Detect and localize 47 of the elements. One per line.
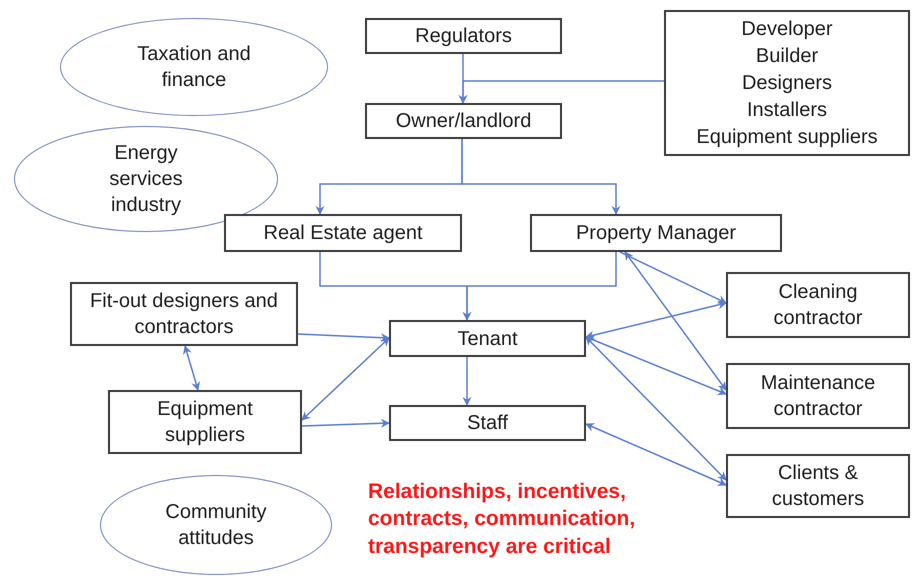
node-text: Maintenance contractor [760, 371, 876, 422]
arrow [462, 252, 617, 321]
note-text: Relationships, incentives, contracts, communication, transparency are critical [368, 479, 636, 560]
node-text: Cleaning contractor [772, 280, 864, 331]
node-text: Regulators [415, 24, 512, 49]
arrow [182, 345, 200, 391]
node-text: Designers [742, 70, 832, 96]
node-text: Property Manager [576, 221, 736, 246]
node-text: Equipment suppliers [696, 124, 878, 150]
node-text: Community attitudes [164, 500, 268, 551]
arrow [620, 251, 727, 304]
process-box [108, 390, 302, 454]
arrow [585, 423, 727, 486]
node-text: Owner/landlord [396, 109, 532, 134]
process-box [664, 10, 910, 156]
topic-ellipse [100, 475, 332, 575]
node-text: Taxation and finance [136, 42, 252, 93]
node-text: Developer [741, 16, 833, 42]
node-text: Equipment suppliers [156, 397, 254, 448]
process-box [389, 320, 586, 357]
arrow [302, 418, 390, 428]
node-text: Builder [756, 44, 818, 68]
arrow [585, 300, 727, 340]
arrow [624, 251, 727, 391]
arrow [298, 333, 390, 342]
arrow [585, 336, 727, 481]
topic-ellipse [60, 18, 328, 116]
node-text: Fit-out designers and contractors [89, 289, 279, 340]
process-box [726, 363, 910, 429]
process-box [365, 103, 562, 139]
node-text: Installers [746, 98, 828, 122]
arrow [301, 337, 390, 421]
node-text: Real Estate agent [264, 221, 422, 246]
arrow [462, 357, 472, 406]
process-box [70, 282, 298, 346]
node-text: Staff [467, 411, 508, 436]
process-box [389, 405, 586, 441]
process-box [365, 18, 562, 54]
node-text: Tenant [457, 326, 518, 352]
process-box [530, 214, 782, 252]
process-box [726, 454, 910, 518]
process-box [726, 272, 910, 338]
arrow [461, 139, 620, 215]
arrow [458, 80, 664, 104]
node-text: Energy services industry [108, 141, 184, 218]
process-box [224, 214, 462, 252]
node-text: Clients & customers [770, 461, 866, 512]
